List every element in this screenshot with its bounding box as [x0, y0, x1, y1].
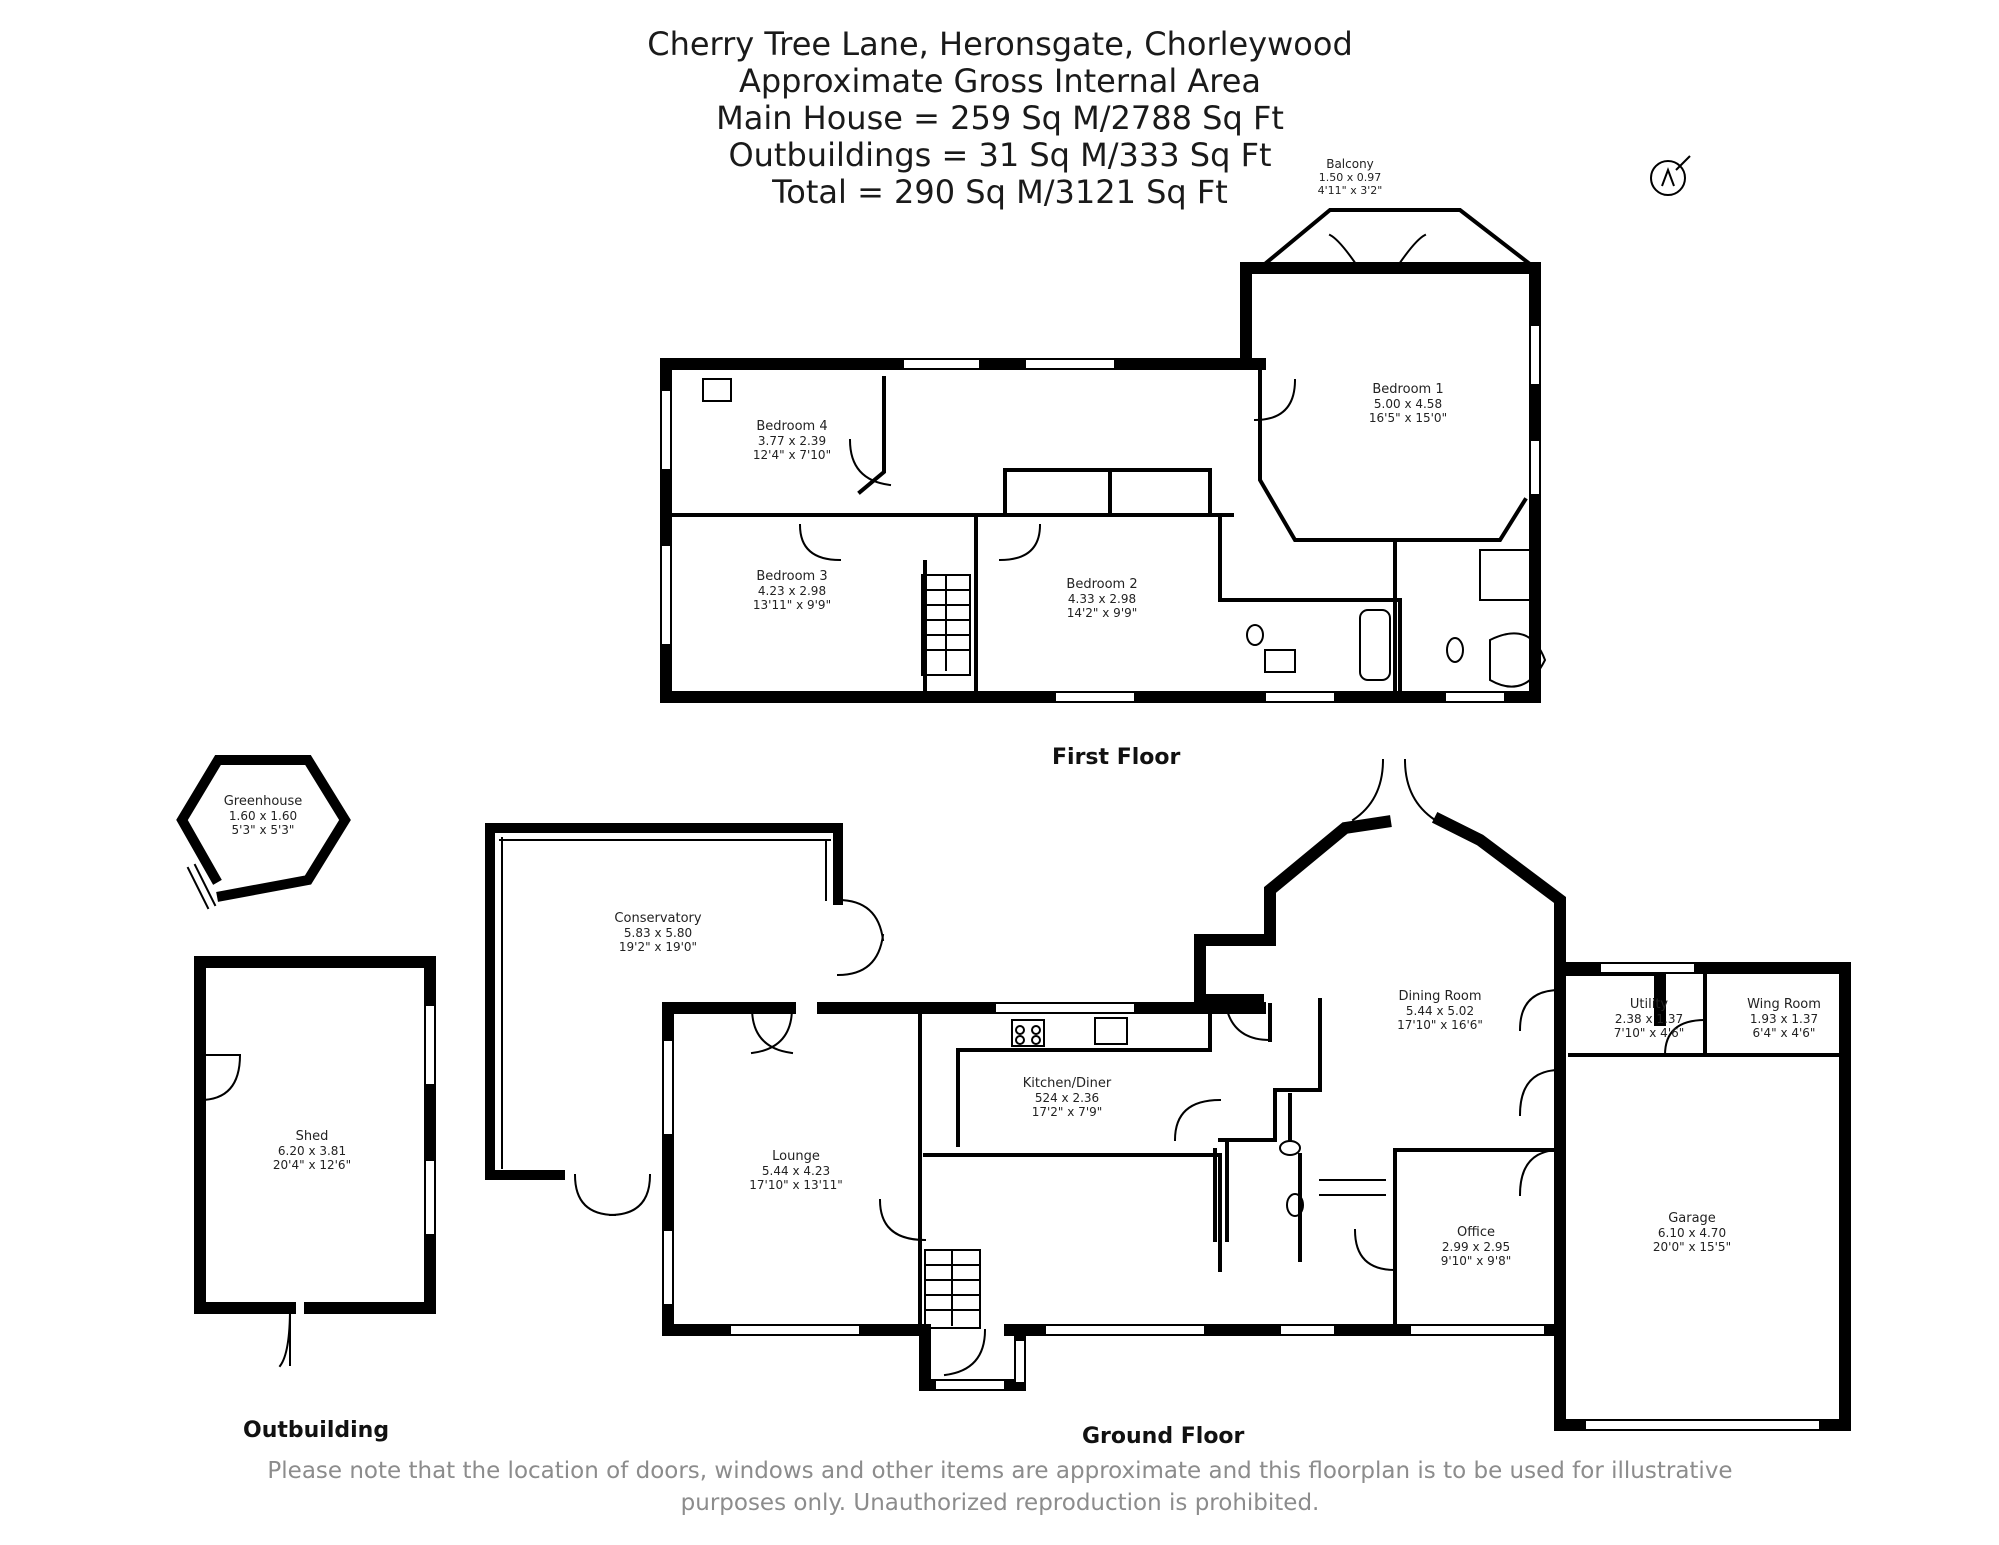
greenhouse-door	[186, 863, 217, 910]
ground-floor-label: Ground Floor	[1082, 1424, 1245, 1449]
room-lounge: Lounge 5.44 x 4.23 17'10" x 13'11"	[749, 1149, 843, 1193]
ground-floor-walls	[662, 811, 1851, 1431]
room-wing-room: Wing Room 1.93 x 1.37 6'4" x 4'6"	[1747, 997, 1821, 1041]
greenhouse-walls	[176, 755, 351, 902]
first-floor-walls	[660, 262, 1541, 703]
first-floor-stairs	[921, 574, 971, 676]
main-house-area: Main House = 259 Sq M/2788 Sq Ft	[716, 99, 1284, 137]
shed-walls	[194, 956, 436, 1314]
first-floor-fixtures	[702, 378, 1547, 688]
room-bedroom-2: Bedroom 2 4.33 x 2.98 14'2" x 9'9"	[1066, 577, 1138, 621]
room-conservatory: Conservatory 5.83 x 5.80 19'2" x 19'0"	[614, 911, 702, 955]
room-dining-room: Dining Room 5.44 x 5.02 17'10" x 16'6"	[1397, 989, 1483, 1033]
conservatory-glazing	[499, 837, 831, 1169]
first-floor-inner-walls	[670, 368, 1528, 692]
disclaimer-line-2: purposes only. Unauthorized reproduction…	[680, 1490, 1320, 1516]
room-shed: Shed 6.20 x 3.81 20'4" x 12'6"	[272, 1129, 352, 1173]
room-office: Office 2.99 x 2.95 9'10" x 9'8"	[1440, 1225, 1512, 1269]
outbuilding-label: Outbuilding	[243, 1418, 390, 1443]
disclaimer: Please note that the location of doors, …	[200, 1455, 1800, 1519]
room-utility: Utility 2.38 x 1.37 7'10" x 4'6"	[1613, 997, 1685, 1041]
room-greenhouse: Greenhouse 1.60 x 1.60 5'3" x 5'3"	[223, 794, 303, 838]
room-balcony: Balcony 1.50 x 0.97 4'11" x 3'2"	[1317, 157, 1383, 198]
room-garage: Garage 6.10 x 4.70 20'0" x 15'5"	[1652, 1211, 1732, 1255]
ground-floor-stairs	[924, 1249, 981, 1329]
address-title: Cherry Tree Lane, Heronsgate, Chorleywoo…	[647, 25, 1353, 63]
plan-header: Cherry Tree Lane, Heronsgate, Chorleywoo…	[560, 26, 1440, 211]
shed-doors	[198, 1053, 292, 1368]
room-bedroom-4: Bedroom 4 3.77 x 2.39 12'4" x 7'10"	[752, 419, 832, 463]
ground-floor-inner-walls	[918, 973, 1842, 1332]
room-kitchen-diner: Kitchen/Diner 524 x 2.36 17'2" x 7'9"	[1022, 1076, 1112, 1120]
total-area: Total = 290 Sq M/3121 Sq Ft	[772, 173, 1228, 211]
ground-floor-window-gaps	[664, 964, 1819, 1429]
ground-floor-fixtures	[1011, 1017, 1386, 1217]
door-swings	[573, 233, 1707, 1377]
first-floor-label: First Floor	[1052, 745, 1181, 770]
north-compass-icon	[1650, 155, 1691, 196]
disclaimer-line-1: Please note that the location of doors, …	[267, 1458, 1733, 1484]
conservatory-walls	[485, 823, 843, 1180]
first-floor-windows	[662, 326, 1539, 701]
area-subtitle: Approximate Gross Internal Area	[738, 62, 1262, 100]
room-bedroom-3: Bedroom 3 4.23 x 2.98 13'11" x 9'9"	[752, 569, 832, 613]
room-bedroom-1: Bedroom 1 5.00 x 4.58 16'5" x 15'0"	[1368, 382, 1448, 426]
first-floor-bay	[1257, 208, 1538, 271]
outbuildings-area: Outbuildings = 31 Sq M/333 Sq Ft	[728, 136, 1272, 174]
